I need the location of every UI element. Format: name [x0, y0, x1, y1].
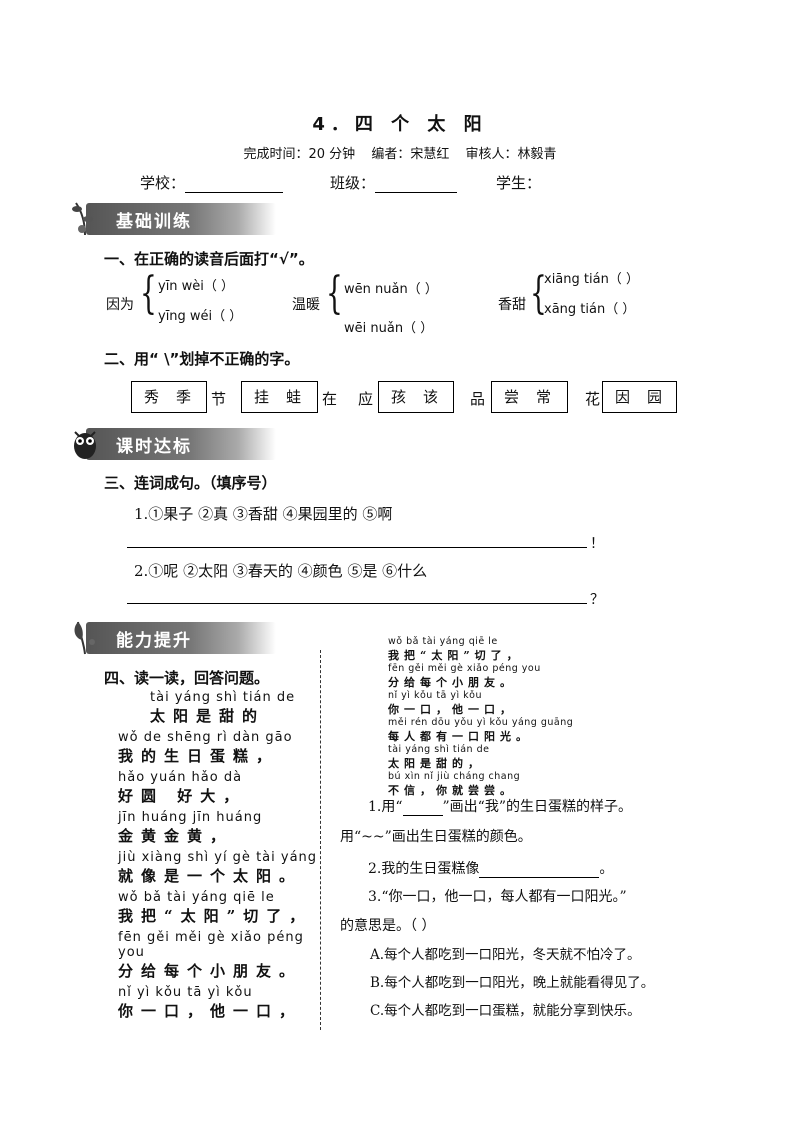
poem-right: wǒ bǎ tài yáng qiē le 我把“太阳”切了， fēn gěi …: [388, 636, 574, 797]
page-title: 4．四 个 太 阳: [312, 114, 488, 135]
q3-end-2: ？: [590, 592, 604, 608]
q3-answer-2[interactable]: [127, 602, 587, 604]
word-box-2[interactable]: 挂 蛙: [241, 381, 318, 413]
sub-q1a: 1.用“”画出“我”的生日蛋糕的样子。: [368, 799, 632, 816]
q1-opt-2a[interactable]: wēn nuǎn（ ）: [344, 282, 438, 297]
option-a[interactable]: A.每个人都吃到一口阳光，冬天就不怕冷了。: [370, 947, 641, 963]
poem-left: tài yáng shì tián de 太阳是甜的 wǒ de shēng r…: [118, 690, 318, 1020]
banner-class: 课时达标: [74, 428, 276, 460]
sub-q3: 3.“你一口，他一口，每人都有一口阳光。”: [368, 889, 627, 905]
q1-opt-3a[interactable]: xiāng tián（ ）: [544, 272, 639, 287]
sub-q1b: 用“~~”画出生日蛋糕的颜色。: [340, 829, 532, 845]
word-box-3[interactable]: 孩 该: [378, 381, 454, 413]
sub-q3b[interactable]: 的意思是。（ ）: [340, 918, 436, 934]
meta-line: 完成时间：20 分钟 编者：宋慧红 审核人：林毅青: [0, 143, 800, 162]
class-field: 班级：: [330, 172, 458, 193]
banner-ability: 能力提升: [74, 621, 276, 655]
reviewer: 审核人：林毅青: [465, 147, 557, 162]
banner-basic: 基础训练: [72, 202, 276, 236]
word-box-1[interactable]: 秀 季: [131, 381, 207, 413]
banner-label: 能力提升: [116, 631, 192, 651]
char-ying: 应: [358, 390, 374, 408]
word-box-4[interactable]: 尝 常: [491, 381, 568, 413]
q1-opt-2b[interactable]: wēi nuǎn（ ）: [344, 321, 434, 336]
q1-title: 一、在正确的读音后面打“√”。: [104, 250, 314, 268]
char-pin: 品: [470, 390, 486, 408]
word-box-5[interactable]: 因 园: [602, 381, 677, 413]
class-blank[interactable]: [375, 178, 458, 193]
banner-label: 课时达标: [116, 437, 192, 457]
student-field: 学生：: [496, 174, 542, 192]
school-blank[interactable]: [185, 178, 284, 193]
owl-icon: [74, 431, 96, 459]
time-limit: 完成时间：20 分钟: [243, 147, 356, 162]
q1-opt-3b[interactable]: xāng tián（ ）: [544, 302, 636, 317]
q3-item-2: 2.①呢 ②太阳 ③春天的 ④颜色 ⑤是 ⑥什么: [134, 562, 428, 580]
q2-title: 二、用“ \”划掉不正确的字。: [104, 350, 300, 368]
char-zai: 在: [322, 390, 338, 408]
school-field: 学校：: [140, 172, 284, 193]
banner-label: 基础训练: [116, 212, 192, 232]
sub-q2: 2.我的生日蛋糕像。: [368, 861, 614, 878]
sub-q2-blank[interactable]: [479, 863, 600, 878]
q1-word-1: 因为: [106, 297, 134, 313]
editor: 编者：宋慧红: [371, 147, 450, 162]
q1-opt-1a[interactable]: yīn wèi（ ）: [158, 279, 235, 294]
brace-3: {: [530, 268, 547, 319]
q1-word-3: 香甜: [498, 297, 526, 313]
column-divider: [320, 650, 321, 1030]
option-b[interactable]: B.每个人都吃到一口阳光，晚上就能看得见了。: [370, 975, 655, 991]
q3-end-1: ！: [590, 536, 604, 552]
q1-word-2: 温暖: [292, 297, 320, 313]
q3-answer-1[interactable]: [127, 546, 587, 548]
plant-icon: [72, 202, 93, 236]
option-c[interactable]: C.每个人都吃到一口蛋糕，就能分享到快乐。: [370, 1003, 641, 1019]
poem-title: 太阳是甜的: [150, 707, 266, 725]
q1-opt-1b[interactable]: yīng wéi（ ）: [158, 309, 243, 324]
char-hua: 花: [585, 390, 601, 408]
q3-title: 三、连词成句。（填序号）: [104, 474, 277, 492]
char-jie: 节: [211, 390, 227, 408]
q3-item-1: 1.①果子 ②真 ③香甜 ④果园里的 ⑤啊: [134, 505, 393, 523]
brace-2: {: [326, 268, 343, 319]
leaf-icon: [74, 621, 95, 655]
q4-title: 四、读一读，回答问题。: [104, 669, 270, 687]
underline-sample: [402, 805, 443, 816]
brace-1: {: [140, 268, 157, 319]
